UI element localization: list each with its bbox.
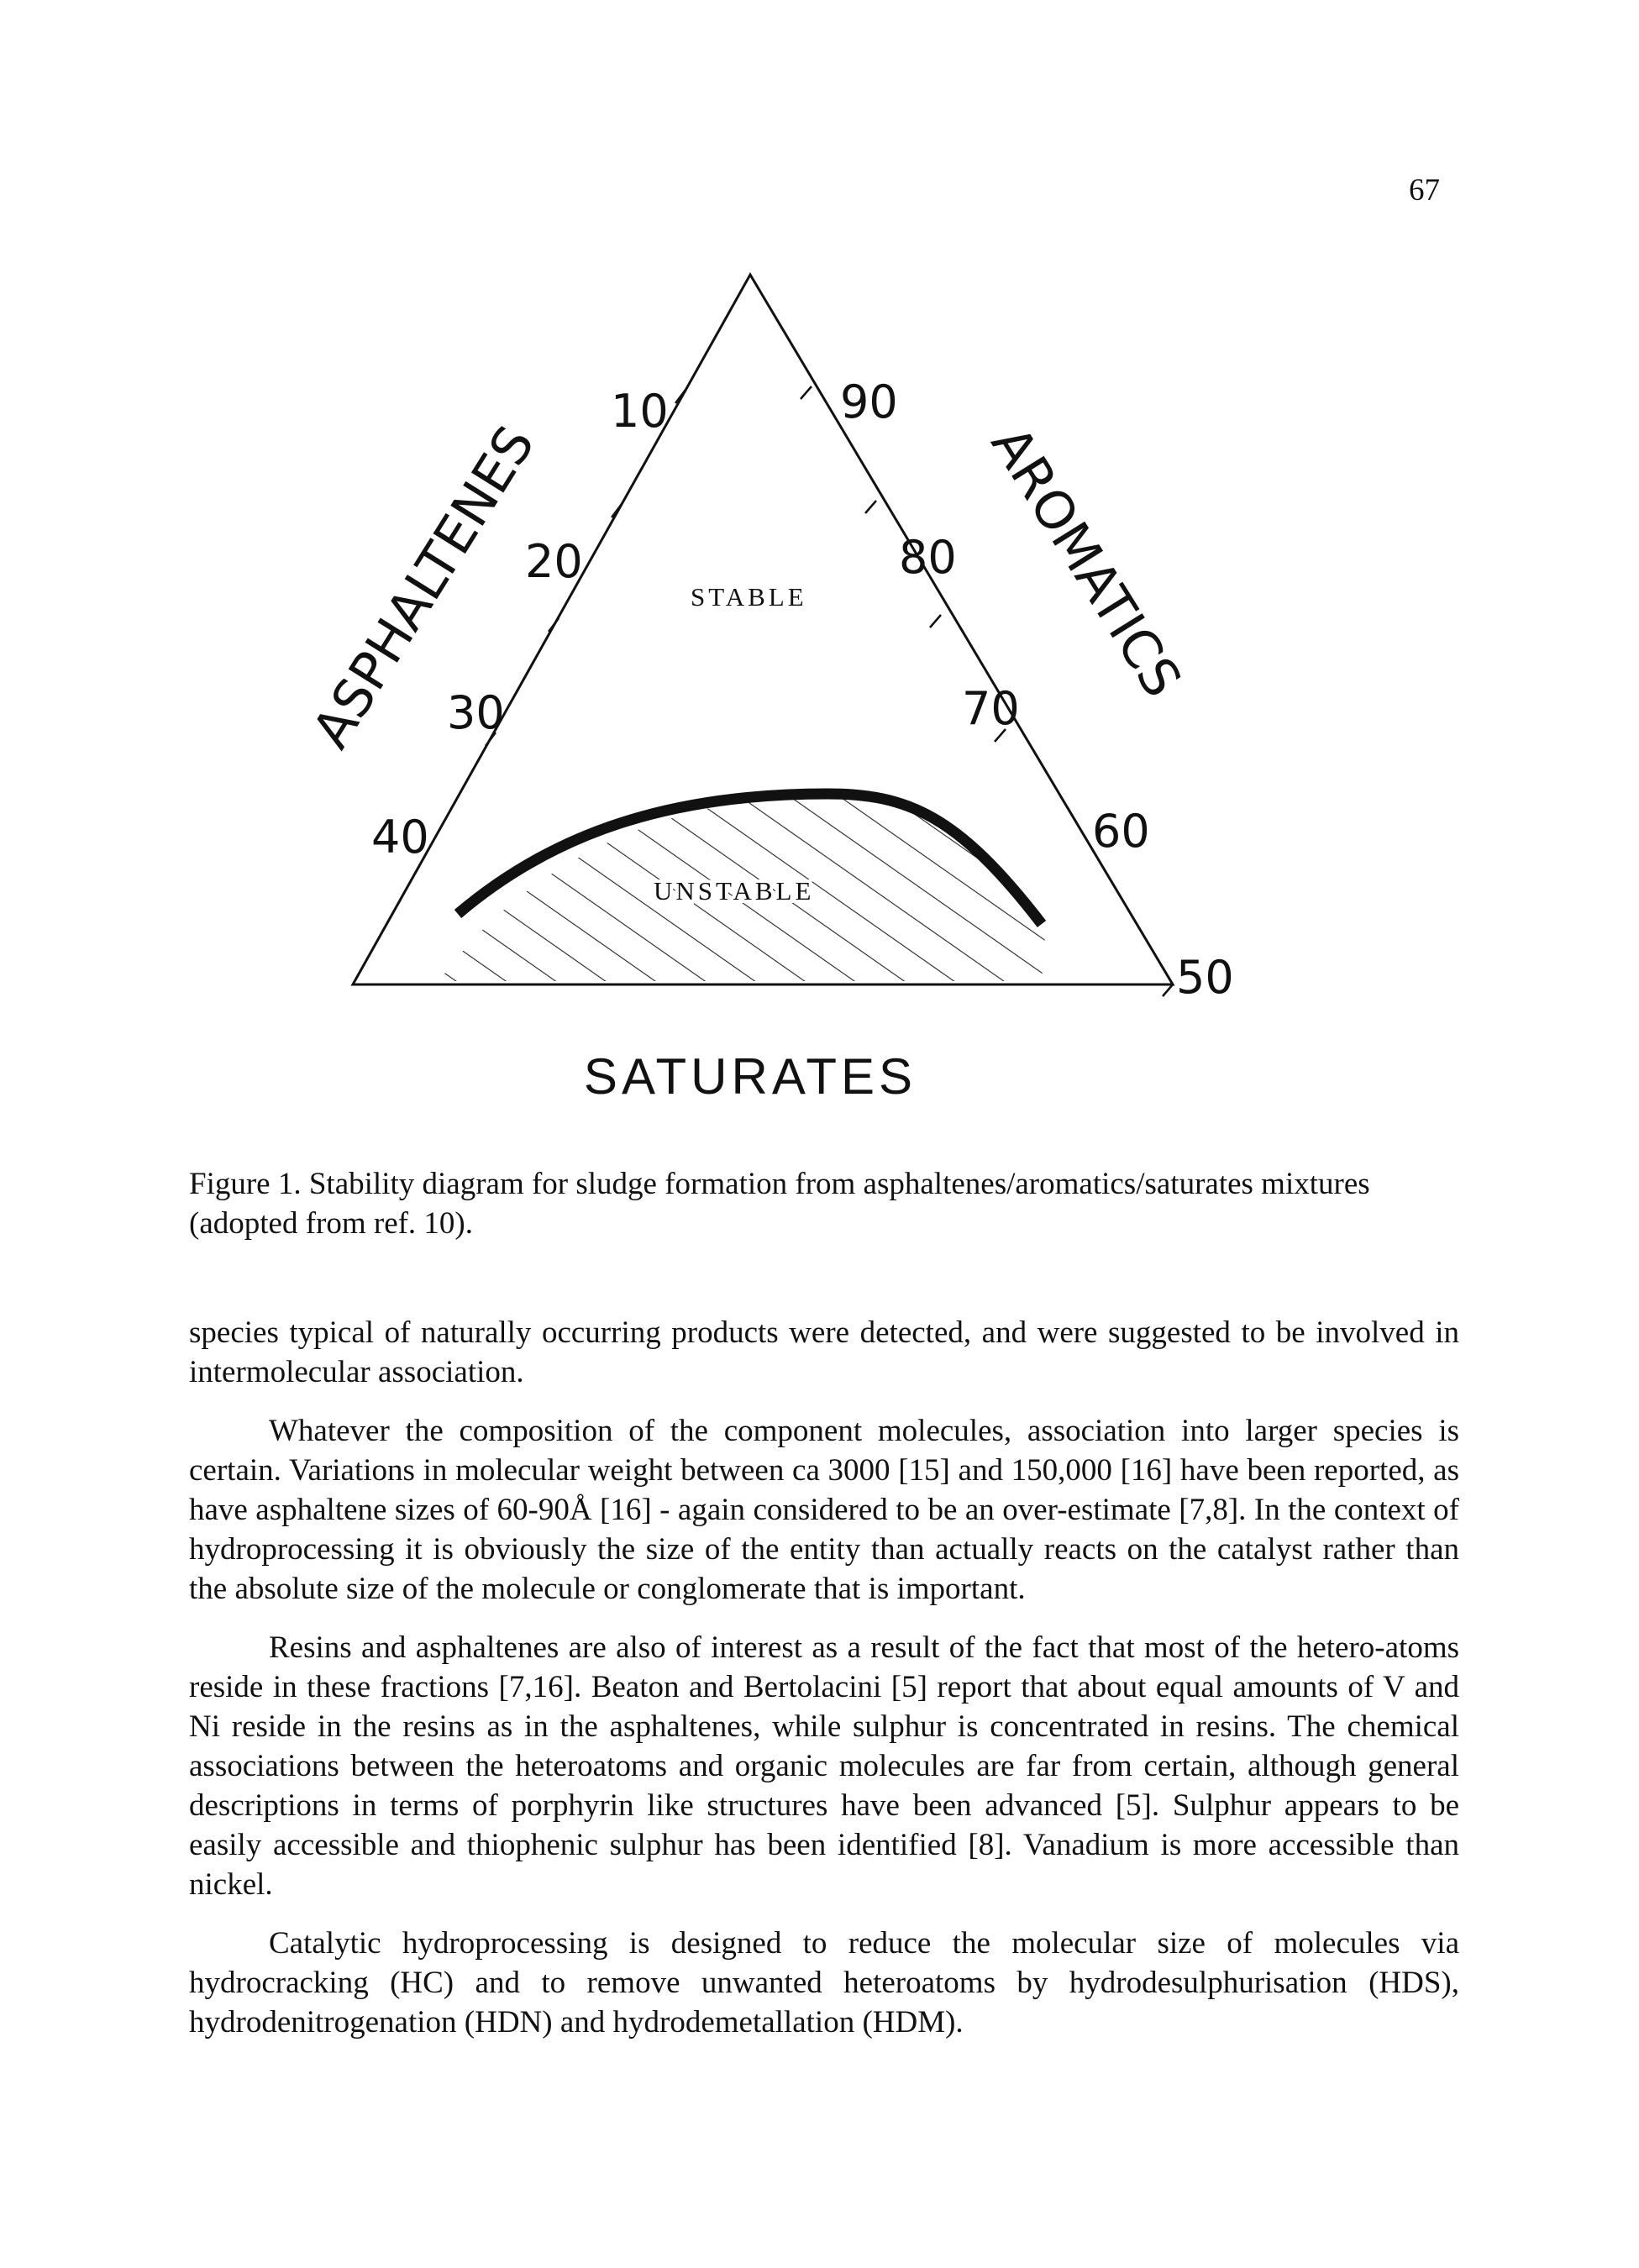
region-unstable-label: UNSTABLE: [654, 876, 814, 906]
region-stable-label: STABLE: [691, 582, 807, 612]
axis-label-aromatics: AROMATICS: [980, 416, 1194, 708]
right-tick-50: 50: [1176, 951, 1234, 1004]
left-tick-40: 40: [371, 811, 429, 864]
ternary-stability-diagram: 10 20 30 40 90 80 70 60 50 ASPHALTENES A…: [300, 272, 1234, 1105]
stability-boundary-curve: [454, 788, 1047, 927]
paragraph-4: Catalytic hydroprocessing is designed to…: [189, 1926, 1459, 2040]
left-ticks: [485, 389, 686, 747]
paragraph-2: Whatever the composition of the componen…: [189, 1414, 1459, 1606]
ternary-triangle: [350, 272, 1175, 986]
right-tick-60: 60: [1092, 805, 1150, 858]
paragraph-3: Resins and asphaltenes are also of inter…: [189, 1630, 1459, 1902]
right-tick-80: 80: [899, 531, 957, 584]
caption-line-1: Figure 1. Stability diagram for sludge f…: [189, 1167, 1370, 1201]
paragraph-1: species typical of naturally occurring p…: [189, 1315, 1459, 1389]
caption-line-2: (adopted from ref. 10).: [189, 1206, 474, 1241]
right-tick-90: 90: [840, 375, 898, 428]
body-text: species typical of naturally occurring p…: [189, 1313, 1459, 2061]
figure-caption: Figure 1. Stability diagram for sludge f…: [189, 1164, 1459, 1243]
right-tick-70: 70: [962, 682, 1020, 735]
axis-label-saturates: SATURATES: [584, 1048, 917, 1105]
page-number: 67: [1409, 173, 1440, 207]
right-ticks: [800, 386, 1174, 997]
left-tick-30: 30: [447, 686, 505, 739]
left-tick-20: 20: [525, 535, 583, 588]
left-tick-10: 10: [611, 385, 669, 438]
